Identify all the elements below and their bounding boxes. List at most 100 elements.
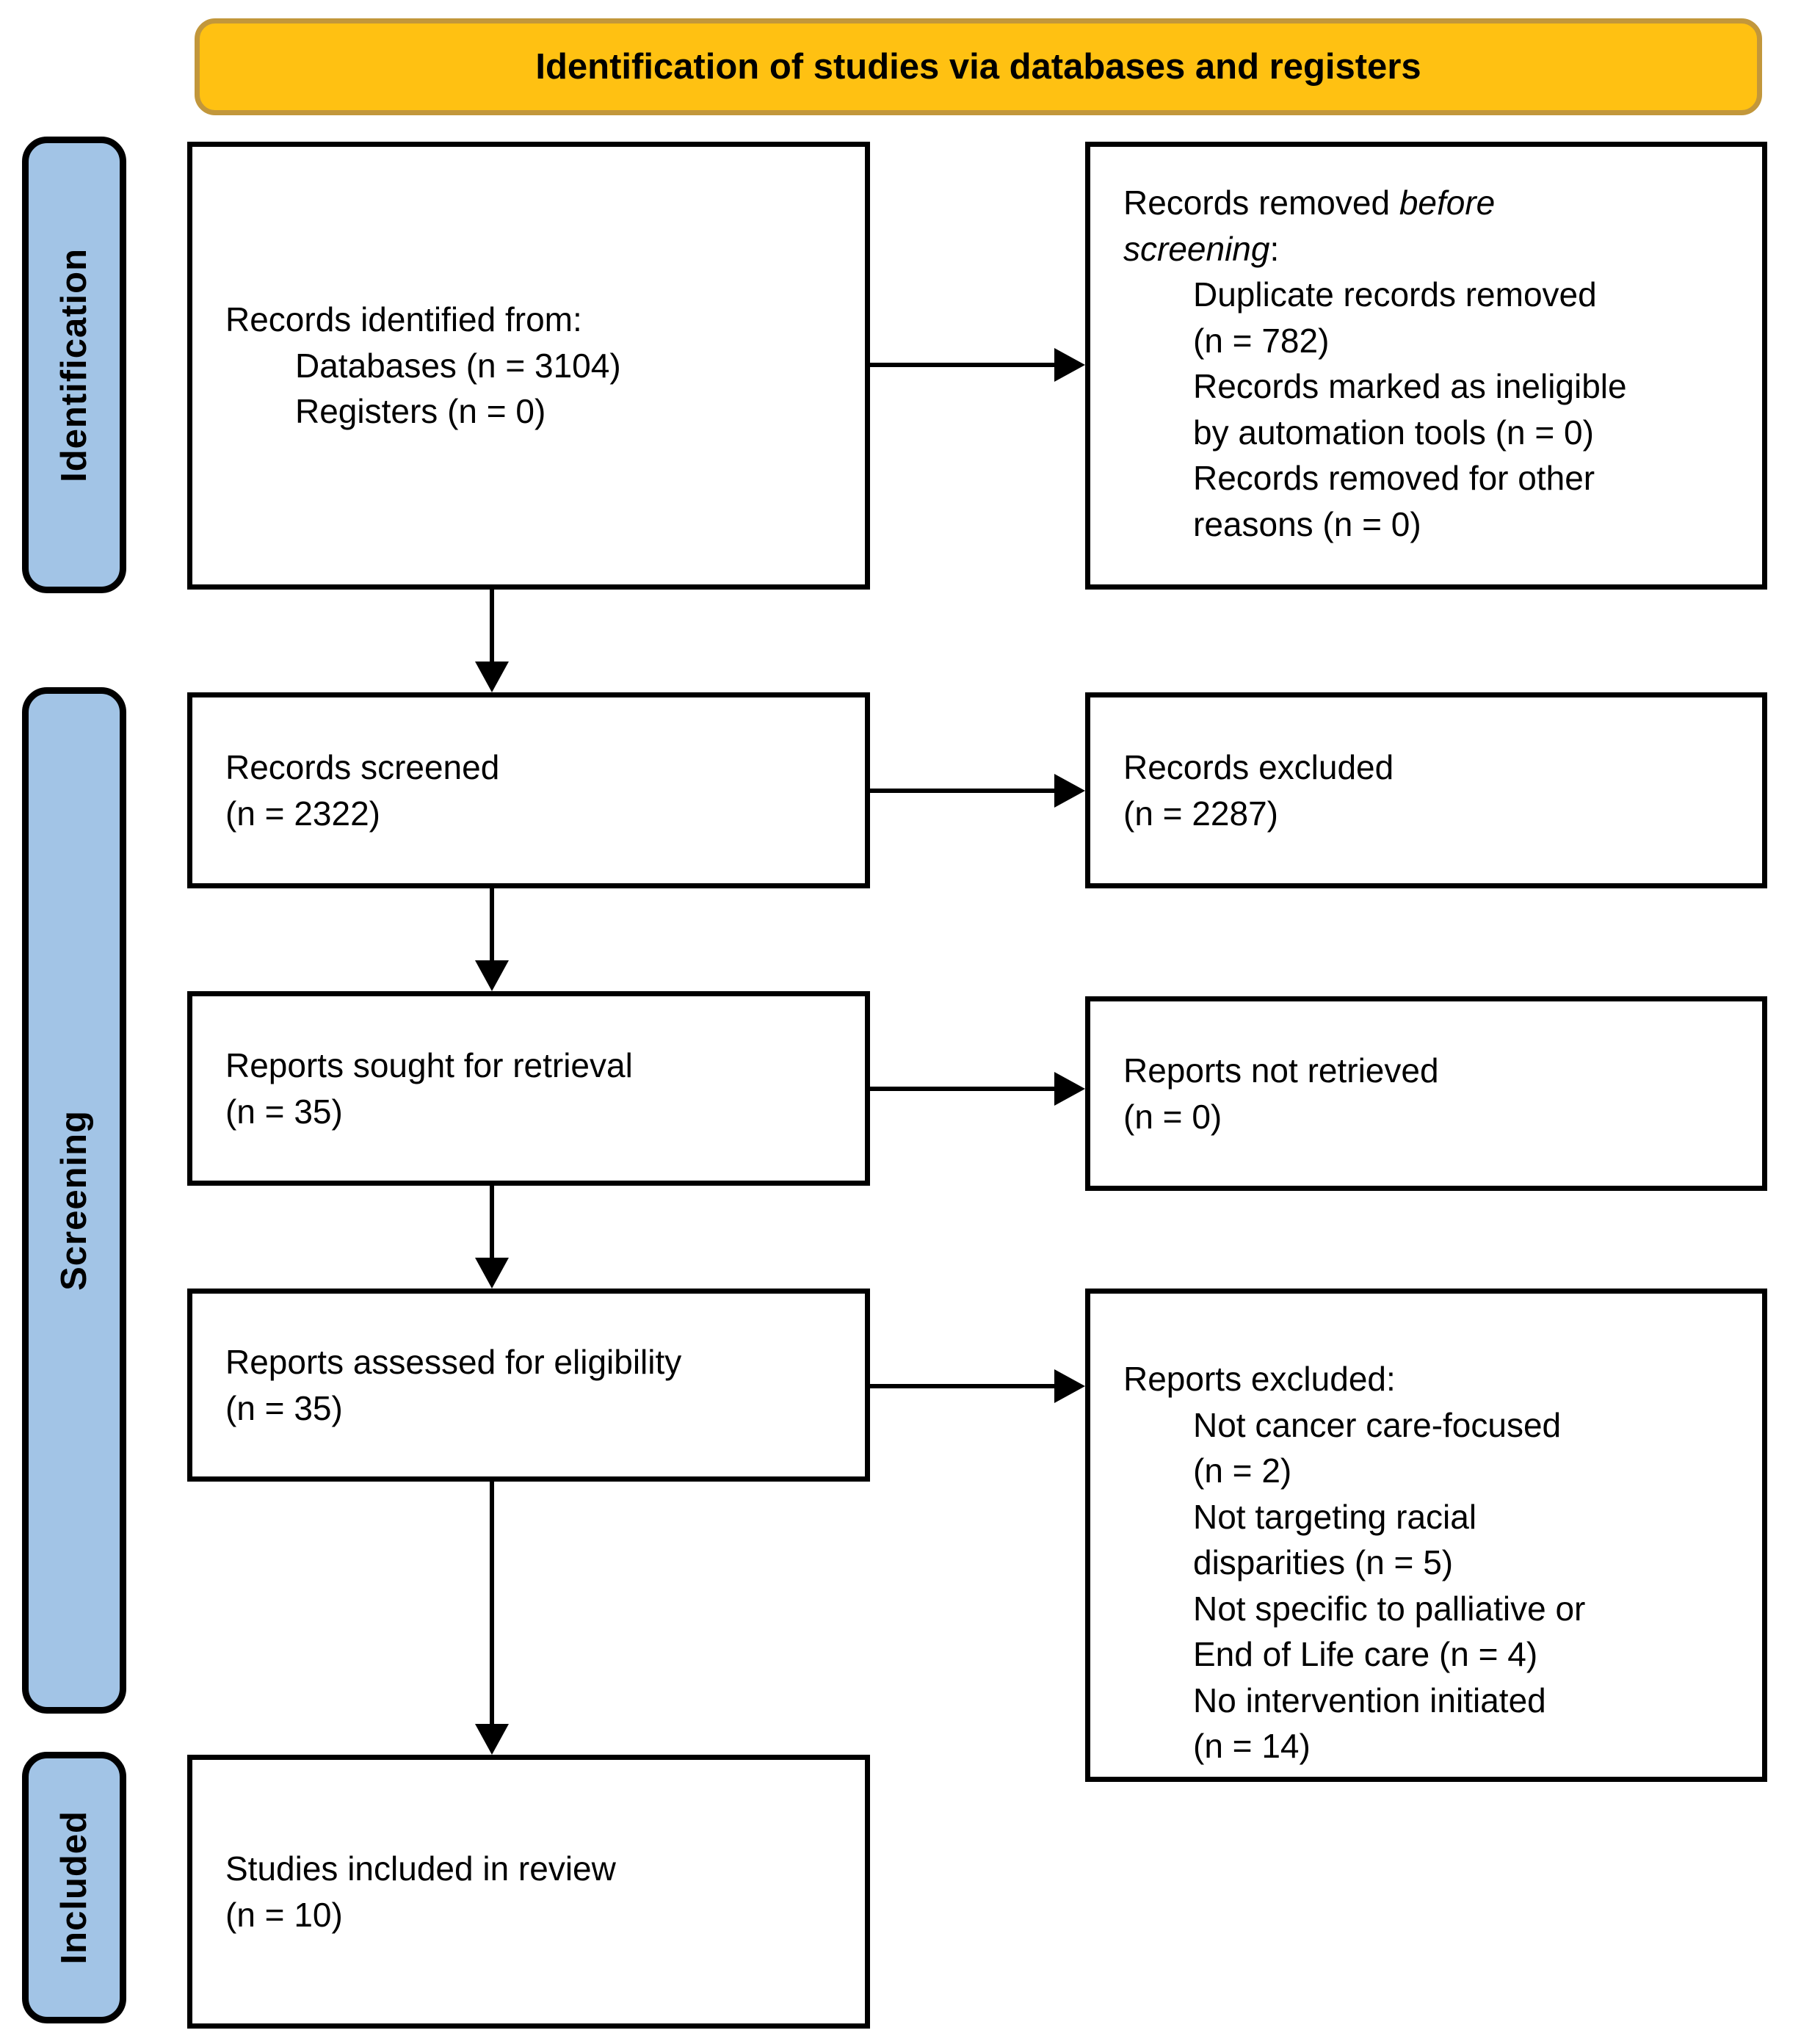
arrow-assessed-to-included [475,1482,509,1755]
arrow-identified-to-screened [475,590,509,692]
text-line: Records excluded [1090,744,1762,791]
arrow-down-icon [475,960,509,991]
text-line: Reports excluded: [1090,1356,1762,1402]
text-segment: No intervention initiated [1193,1681,1546,1719]
text-segment: : [1269,229,1280,268]
text-line: Duplicate records removed [1090,272,1762,318]
arrow-right-icon [1054,1072,1085,1106]
text-segment: Not targeting racial [1193,1497,1477,1536]
text-segment: (n = 10) [225,1895,343,1934]
text-segment: Reports assessed for eligibility [225,1342,682,1381]
box-reports-assessed: Reports assessed for eligibility (n = 35) [187,1289,870,1482]
text-segment: Not specific to palliative or [1193,1589,1586,1628]
text-line: (n = 0) [1090,1094,1762,1140]
box-reports-not-retrieved: Reports not retrieved (n = 0) [1085,996,1767,1191]
text-line: Studies included in review [192,1846,865,1892]
text-segment: screening [1123,229,1270,268]
text-segment: (n = 782) [1193,321,1330,360]
text-segment: Databases (n = 3104) [295,346,621,385]
text-line: Records removed for other [1090,455,1762,501]
box-records-excluded: Records excluded (n = 2287) [1085,692,1767,888]
text-line: (n = 2287) [1090,791,1762,837]
text-segment: (n = 35) [225,1092,343,1131]
text-segment: Studies included in review [225,1849,616,1888]
arrow-shaft [870,789,1054,793]
text-segment: Records removed for other [1193,459,1595,498]
box-reports-excluded: Reports excluded: Not cancer care-focused… [1085,1289,1767,1782]
arrow-identified-to-removed [870,348,1085,382]
arrow-right-icon [1054,1369,1085,1403]
arrow-shaft [870,363,1054,367]
stage-included: Included [22,1752,126,2023]
text-line: Records marked as ineligible [1090,363,1762,410]
arrow-shaft [490,1482,494,1724]
stage-identification: Identification [22,137,126,593]
arrow-right-icon [1054,348,1085,382]
text-line: Reports assessed for eligibility [192,1339,865,1385]
text-line: End of Life care (n = 4) [1090,1631,1762,1678]
text-segment: Records identified from: [225,300,582,339]
text-line: (n = 35) [192,1385,865,1432]
arrow-right-icon [1054,774,1085,808]
arrow-down-icon [475,662,509,692]
text-segment: by automation tools (n = 0) [1193,413,1594,452]
text-segment: (n = 2287) [1123,794,1278,833]
banner: Identification of studies via databases … [195,18,1762,115]
text-line: (n = 14) [1090,1723,1762,1769]
text-line: (n = 782) [1090,318,1762,364]
text-segment: (n = 35) [225,1388,343,1427]
text-segment: (n = 2322) [225,794,380,833]
text-segment: (n = 2) [1193,1452,1292,1490]
text-line: Reports not retrieved [1090,1048,1762,1094]
arrow-screened-to-sought [475,888,509,991]
text-line: (n = 35) [192,1089,865,1135]
arrow-screened-to-excluded [870,774,1085,808]
arrow-shaft [490,888,494,960]
box-records-identified: Records identified from: Databases (n = 3… [187,142,870,590]
arrow-down-icon [475,1258,509,1289]
text-segment: reasons (n = 0) [1193,504,1421,543]
text-line: (n = 2322) [192,791,865,837]
box-studies-included: Studies included in review (n = 10) [187,1755,870,2029]
text-line: reasons (n = 0) [1090,501,1762,548]
text-line: Records screened [192,744,865,791]
text-segment: Records excluded [1123,747,1394,786]
arrow-shaft [870,1087,1054,1091]
arrow-down-icon [475,1724,509,1755]
text-segment: Records marked as ineligible [1193,367,1627,406]
arrow-shaft [490,1186,494,1258]
banner-title: Identification of studies via databases … [535,47,1421,87]
text-segment: Reports excluded: [1123,1360,1396,1398]
text-line: Records identified from: [192,297,865,343]
arrow-sought-to-not-retrieved [870,1072,1085,1106]
box-reports-sought: Reports sought for retrieval(n = 35) [187,991,870,1186]
text-segment: before [1399,184,1496,222]
arrow-shaft [870,1384,1054,1388]
text-line: (n = 10) [192,1892,865,1938]
text-line: Records removed before [1090,180,1762,226]
arrow-assessed-to-reports-excluded [870,1369,1085,1403]
text-segment: (n = 0) [1123,1097,1222,1136]
text-segment: Reports not retrieved [1123,1051,1439,1090]
text-line: Databases (n = 3104) [192,343,865,389]
text-segment: Records screened [225,747,500,786]
text-line: Reports sought for retrieval [192,1043,865,1089]
stage-identification-label: Identification [54,247,94,482]
stage-included-label: Included [54,1811,94,1965]
text-segment: disparities (n = 5) [1193,1543,1454,1582]
stage-screening-label: Screening [54,1110,94,1291]
text-segment: Records removed [1123,184,1399,222]
box-records-screened: Records screened (n = 2322) [187,692,870,888]
text-line: (n = 2) [1090,1448,1762,1494]
text-segment: End of Life care (n = 4) [1193,1635,1538,1674]
text-line: Not cancer care-focused [1090,1402,1762,1449]
text-line: Not specific to palliative or [1090,1586,1762,1632]
text-line: by automation tools (n = 0) [1090,410,1762,456]
text-line: No intervention initiated [1090,1678,1762,1724]
text-line: screening: [1090,226,1762,272]
arrow-sought-to-assessed [475,1186,509,1289]
text-line: Not targeting racial [1090,1494,1762,1540]
text-segment: (n = 14) [1193,1727,1311,1766]
